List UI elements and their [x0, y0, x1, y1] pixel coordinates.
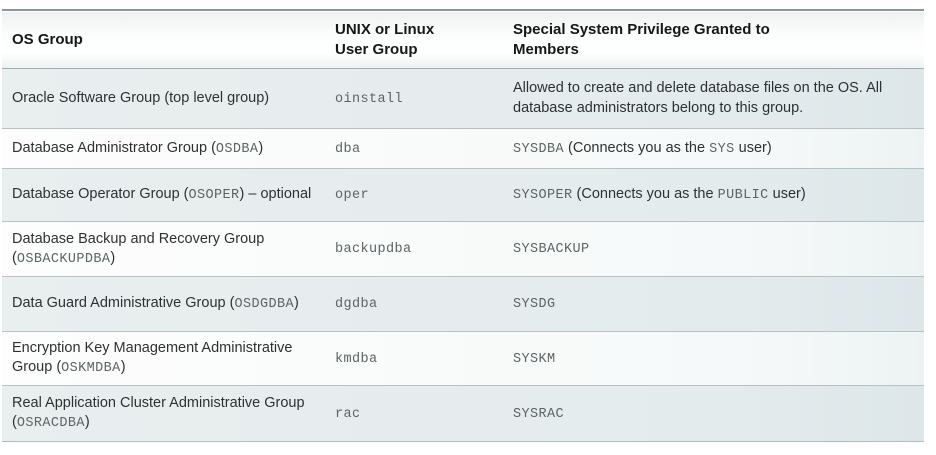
- privilege-cell: SYSBACKUP: [513, 232, 913, 266]
- code-text: SYSBACKUP: [513, 242, 590, 258]
- privilege-cell: SYSRAC: [513, 397, 913, 431]
- table-row: Data Guard Administrative Group (OSDGDBA…: [2, 277, 924, 332]
- body-text: ): [293, 295, 299, 312]
- code-text: OSDGDBA: [234, 297, 294, 313]
- table-body: Oracle Software Group (top level group) …: [2, 69, 924, 441]
- body-text: Data Guard Administrative Group (: [12, 295, 235, 312]
- code-text: SYSKM: [513, 351, 556, 367]
- body-text: (Connects you as the: [564, 139, 710, 156]
- privilege-cell: SYSDG: [513, 287, 913, 321]
- body-text: Encryption Key Management Administrative…: [12, 340, 293, 376]
- os-group-cell: Database Operator Group (OSOPER) – optio…: [2, 178, 335, 212]
- body-text: ): [120, 359, 126, 376]
- code-text: SYSDG: [513, 297, 556, 313]
- body-text: ) – optional: [239, 186, 312, 203]
- os-group-cell: Encryption Key Management Administrative…: [2, 332, 335, 385]
- code-text: PUBLIC: [717, 188, 769, 204]
- user-group-cell: kmdba: [335, 342, 513, 376]
- body-text: user): [734, 139, 772, 156]
- column-header-os-group: OS Group: [12, 30, 83, 48]
- code-text: SYSOPER: [513, 188, 573, 204]
- table-row: Database Administrator Group (OSDBA) dba…: [2, 129, 924, 169]
- code-text: SYSDBA: [513, 141, 565, 157]
- table-row: Oracle Software Group (top level group) …: [2, 69, 924, 129]
- body-text: Database Administrator Group (: [12, 139, 216, 156]
- table-header-row: OS Group UNIX or Linux User Group Specia…: [2, 11, 924, 69]
- table-row: Database Operator Group (OSOPER) – optio…: [2, 169, 924, 222]
- body-text: Allowed to create and delete database fi…: [513, 80, 883, 116]
- code-text: OSOPER: [188, 188, 240, 204]
- user-group-cell: dba: [335, 132, 513, 166]
- table-row: Encryption Key Management Administrative…: [2, 332, 924, 386]
- os-group-cell: Data Guard Administrative Group (OSDGDBA…: [2, 287, 335, 321]
- body-text: ): [84, 414, 90, 431]
- privilege-cell: SYSKM: [513, 342, 913, 376]
- body-text: ): [110, 249, 116, 266]
- table-row: Database Backup and Recovery Group (OSBA…: [2, 222, 924, 277]
- body-text: Oracle Software Group (top level group): [12, 89, 270, 106]
- body-text: (Connects you as the: [572, 186, 718, 203]
- os-groups-privileges-table: OS Group UNIX or Linux User Group Specia…: [2, 9, 924, 442]
- body-text: ): [258, 139, 264, 156]
- code-text: oper: [335, 188, 370, 204]
- body-text: Database Backup and Recovery Group (: [12, 230, 265, 266]
- user-group-cell: oper: [335, 178, 513, 212]
- os-group-cell: Oracle Software Group (top level group): [2, 82, 335, 115]
- code-text: OSBACKUPDBA: [16, 251, 111, 267]
- os-group-cell: Database Backup and Recovery Group (OSBA…: [2, 223, 335, 276]
- privilege-cell: Allowed to create and delete database fi…: [513, 72, 913, 124]
- code-text: dgdba: [335, 297, 378, 313]
- code-text: kmdba: [335, 351, 378, 367]
- privilege-cell: SYSOPER (Connects you as the PUBLIC user…: [513, 178, 913, 212]
- privilege-cell: SYSDBA (Connects you as the SYS user): [513, 132, 913, 166]
- code-text: OSRACDBA: [16, 416, 85, 432]
- code-text: oinstall: [335, 91, 404, 107]
- user-group-cell: rac: [335, 397, 513, 431]
- code-text: SYS: [709, 141, 735, 157]
- code-text: dba: [335, 141, 361, 157]
- body-text: Database Operator Group (: [12, 186, 189, 203]
- code-text: backupdba: [335, 242, 412, 258]
- column-header-privilege: Special System Privilege Granted to Memb…: [513, 21, 770, 58]
- body-text: user): [768, 186, 806, 203]
- column-header-user-group: UNIX or Linux User Group: [335, 21, 435, 58]
- code-text: rac: [335, 406, 361, 422]
- table-row: Real Application Cluster Administrative …: [2, 386, 924, 441]
- user-group-cell: backupdba: [335, 232, 513, 266]
- os-group-cell: Database Administrator Group (OSDBA): [2, 132, 335, 166]
- user-group-cell: dgdba: [335, 287, 513, 321]
- user-group-cell: oinstall: [335, 82, 513, 116]
- code-text: SYSRAC: [513, 406, 565, 422]
- code-text: OSDBA: [215, 141, 259, 157]
- body-text: Real Application Cluster Administrative …: [12, 395, 305, 431]
- code-text: OSKMDBA: [61, 361, 121, 377]
- os-group-cell: Real Application Cluster Administrative …: [2, 387, 335, 440]
